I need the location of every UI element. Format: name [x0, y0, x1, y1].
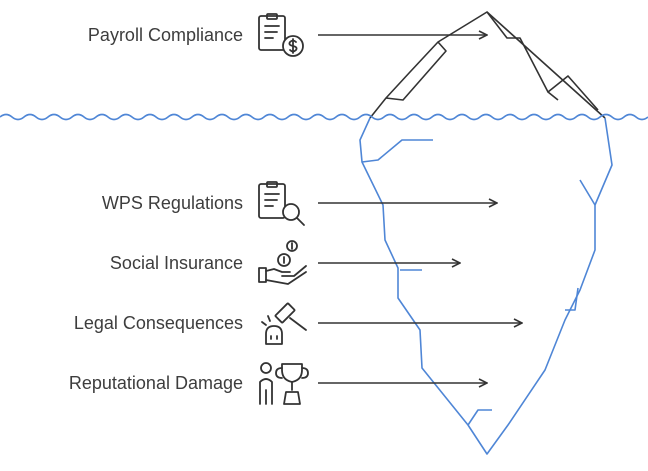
water-line	[0, 113, 648, 121]
document-search-icon	[258, 181, 305, 226]
label-reputational-damage: Reputational Damage	[68, 373, 243, 393]
iceberg-body	[359, 117, 613, 455]
label-payroll-compliance: Payroll Compliance	[87, 25, 243, 45]
person-trophy-icon	[259, 362, 309, 405]
label-social-insurance: Social Insurance	[109, 253, 243, 273]
gavel-icon	[261, 302, 307, 345]
iceberg-tip	[369, 11, 606, 119]
label-legal-consequences: Legal Consequences	[73, 313, 243, 333]
arrows	[318, 35, 522, 383]
document-dollar-icon	[258, 13, 304, 57]
label-wps-regulations: WPS Regulations	[101, 193, 243, 213]
hand-coin-icon	[258, 240, 307, 285]
